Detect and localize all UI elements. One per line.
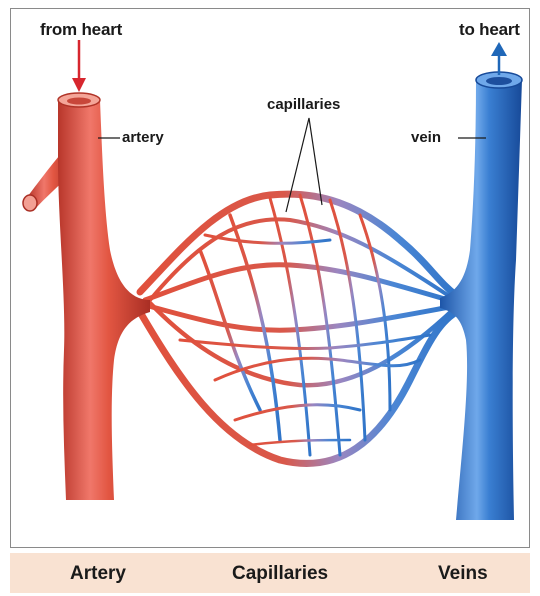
footer-veins-label: Veins: [438, 563, 488, 585]
arrow-into-artery-icon: [72, 40, 86, 92]
capillary-network: [140, 194, 460, 463]
artery-vessel: [23, 93, 150, 500]
arrow-out-of-vein-icon: [491, 42, 507, 75]
vein-vessel: [440, 72, 522, 520]
footer-band: Artery Capillaries Veins: [10, 553, 530, 593]
from-heart-label: from heart: [40, 20, 122, 40]
vein-label: vein: [411, 129, 441, 146]
artery-label: artery: [122, 129, 164, 146]
footer-capillaries-label: Capillaries: [232, 563, 328, 585]
footer-artery-label: Artery: [70, 563, 126, 585]
to-heart-label: to heart: [459, 20, 520, 40]
capillaries-label: capillaries: [267, 96, 340, 113]
